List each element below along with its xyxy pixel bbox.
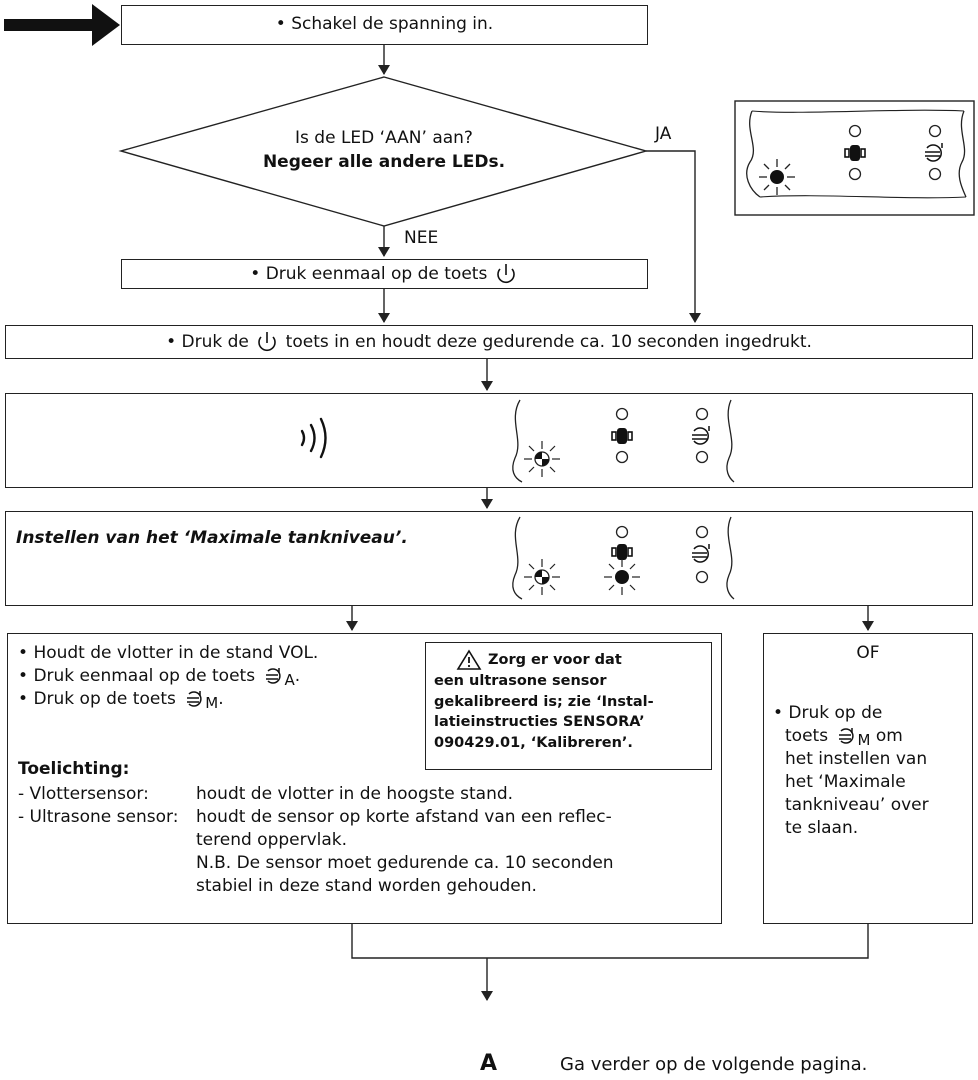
connector-yes — [646, 150, 701, 323]
explanation-title: Toelichting: — [18, 759, 130, 779]
power-icon — [496, 264, 515, 284]
pump-icon — [839, 728, 855, 744]
warning-icon — [456, 649, 482, 670]
sound-waves-icon — [300, 417, 327, 459]
end-text: Ga verder op de volgende pagina. — [560, 1054, 868, 1075]
note-line-1: Zorg er voor dat — [488, 652, 622, 668]
calibration-note-box: Zorg er voor dat een ultrasone sensor ge… — [425, 642, 712, 770]
motor-icon — [844, 145, 866, 161]
note-line-5: 090429.01, ‘Kalibreren’. — [434, 734, 633, 751]
explanation-list: - Vlottersensor: houdt de vlotter in de … — [18, 783, 614, 898]
decision-no-label: NEE — [404, 228, 439, 248]
right-option-title: OF — [856, 643, 880, 663]
pump-icon — [187, 691, 202, 707]
hold-step-prefix: • Druk de — [166, 332, 249, 352]
start-step-box — [121, 5, 648, 45]
setting-step-title: Instellen van het ‘Maximale tankniveau’. — [16, 528, 408, 548]
led-panel-status — [734, 100, 975, 216]
hold-step-suffix: toets in en houdt deze gedurende ca. 10 … — [285, 332, 812, 352]
led-off-icon — [928, 167, 942, 181]
led-panel-setting — [512, 516, 735, 600]
motor-icon — [611, 544, 633, 560]
left-bullets: • Houdt de vlotter in de stand VOL. • Dr… — [18, 642, 319, 712]
motor-icon — [611, 428, 633, 444]
decision-yes-label: JA — [655, 124, 672, 144]
hold-step-row: • Druk de toets in en houdt deze geduren… — [5, 331, 973, 353]
led-panel-sound — [512, 399, 735, 483]
pump-icon — [266, 668, 282, 684]
press-once-row: • Druk eenmaal op de toets — [121, 263, 648, 285]
entry-arrow — [4, 4, 120, 46]
power-icon — [258, 332, 276, 352]
explanation-row-float: - Vlottersensor: houdt de vlotter in de … — [18, 784, 514, 804]
note-line-4: latieinstructies SENSORA’ — [434, 714, 645, 730]
decision-line2: Negeer alle andere LEDs. — [262, 152, 506, 172]
explanation-row-ultrasonic: - Ultrasone sensor: houdt de sensor op k… — [18, 807, 614, 896]
pump-icon — [925, 143, 943, 162]
note-line-3: gekalibreerd is; zie ‘Instal- — [434, 693, 654, 710]
led-on-blinking-icon — [759, 159, 795, 195]
setting-step-box — [5, 511, 973, 606]
bullet-3: • Druk op de toets M. — [18, 689, 224, 712]
connector-merge — [351, 923, 869, 959]
start-step-text: • Schakel de spanning in. — [275, 14, 494, 34]
led-on-blinking-icon — [604, 559, 640, 595]
led-off-icon — [848, 124, 862, 138]
led-blinking-icon — [524, 441, 560, 477]
press-once-box — [121, 259, 648, 289]
hold-step-box — [5, 325, 973, 359]
right-option-text: • Druk op de toets M om het instellen va… — [773, 703, 929, 838]
sound-step-box — [5, 393, 973, 488]
note-line-2: een ultrasone sensor — [434, 673, 607, 689]
led-off-icon — [848, 167, 862, 181]
press-once-text: • Druk eenmaal op de toets — [250, 264, 488, 284]
bullet-2: • Druk eenmaal op de toets A. — [18, 666, 301, 689]
led-off-icon — [928, 124, 942, 138]
decision-line1: Is de LED ‘AAN’ aan? — [295, 128, 473, 148]
end-letter: A — [480, 1051, 498, 1076]
led-blinking-icon — [524, 559, 560, 595]
bullet-1: • Houdt de vlotter in de stand VOL. — [18, 643, 319, 663]
right-option-box — [763, 633, 973, 924]
